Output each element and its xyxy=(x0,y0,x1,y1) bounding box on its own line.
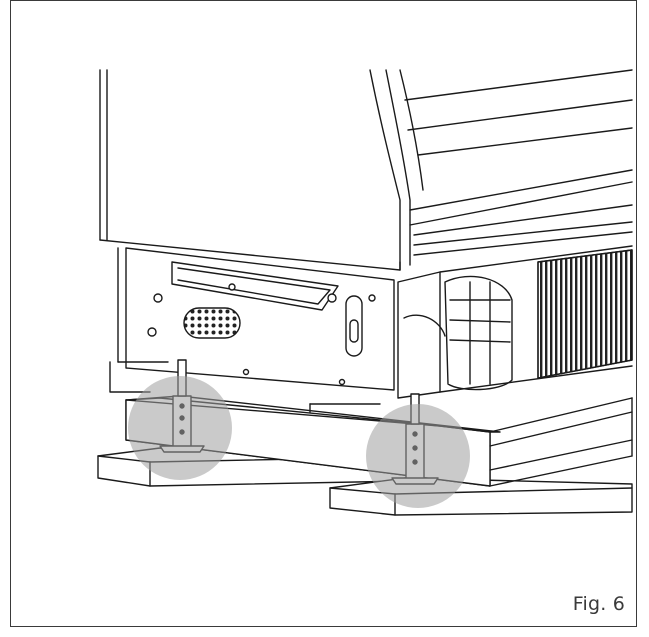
panel-handle xyxy=(345,295,363,357)
highlight-left xyxy=(128,376,232,480)
highlight-circles xyxy=(128,376,470,508)
panel-screws xyxy=(147,283,376,386)
figure-caption: Fig. 6 xyxy=(572,593,625,615)
condenser-grill xyxy=(537,249,633,379)
compressor-unit xyxy=(397,245,633,399)
perforated-grille xyxy=(183,307,241,339)
vent-slot xyxy=(171,261,339,311)
cabinet-side-panel xyxy=(99,69,401,271)
cabinet-front-frame xyxy=(369,69,633,271)
highlight-right xyxy=(366,404,470,508)
pallet-rear-beam xyxy=(489,397,633,487)
